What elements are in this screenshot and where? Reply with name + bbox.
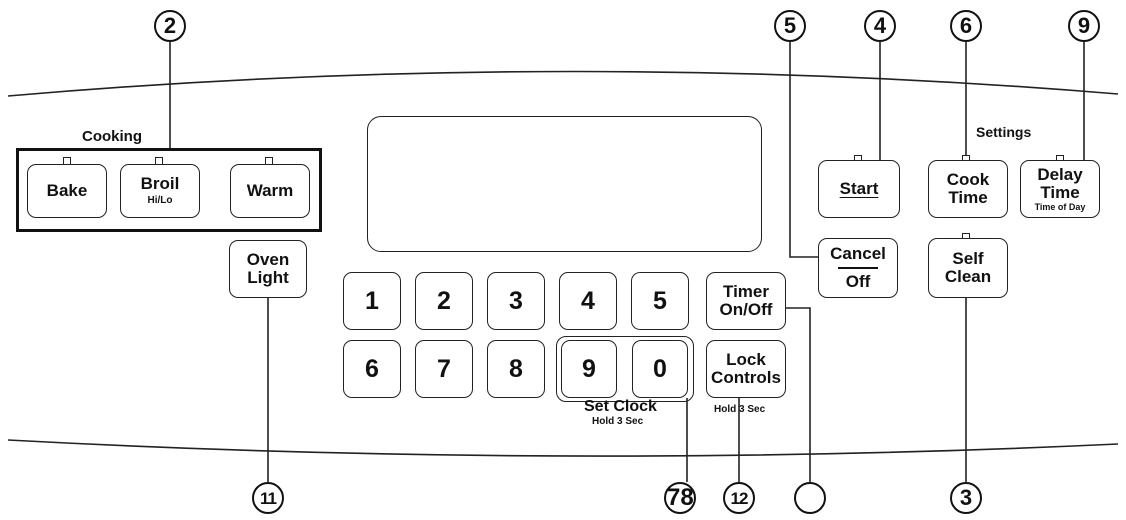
leader-5 — [789, 42, 818, 258]
key-2[interactable]: 2 — [415, 272, 473, 330]
set-clock-hold-label: Hold 3 Sec — [592, 416, 644, 427]
self-clean-button[interactable]: Self Clean — [928, 238, 1008, 298]
key-6-label: 6 — [365, 354, 379, 383]
key-8-label: 8 — [509, 354, 523, 383]
delay-time-button[interactable]: Delay Time Time of Day — [1020, 160, 1100, 218]
key-0[interactable]: 0 — [632, 340, 688, 398]
cancel-off-button[interactable]: Cancel Off — [818, 238, 898, 298]
key-6[interactable]: 6 — [343, 340, 401, 398]
key-4[interactable]: 4 — [559, 272, 617, 330]
key-1[interactable]: 1 — [343, 272, 401, 330]
delay-time-label-2: Time — [1040, 182, 1080, 202]
cook-time-label-2: Time — [948, 188, 988, 207]
start-button[interactable]: Start — [818, 160, 900, 218]
callout-11: 11 — [252, 482, 284, 514]
panel-bottom-curve — [7, 439, 1119, 457]
callout-9: 9 — [1068, 10, 1100, 42]
lock-label-1: Lock — [726, 350, 766, 370]
lock-controls-button[interactable]: Lock Controls — [706, 340, 786, 398]
bake-label: Bake — [46, 181, 88, 201]
key-5-label: 5 — [653, 286, 667, 315]
oven-light-button[interactable]: Oven Light — [229, 240, 307, 298]
timer-label-2: On/Off — [719, 300, 773, 319]
oven-light-label-1: Oven — [246, 250, 290, 270]
timer-label-1: Timer — [723, 282, 769, 302]
cooking-label: Cooking — [82, 128, 142, 145]
lock-hold-label: Hold 3 Sec — [714, 404, 766, 415]
panel-top-curve — [7, 70, 1119, 97]
callout-6: 6 — [950, 10, 982, 42]
key-7-label: 7 — [437, 354, 451, 383]
self-clean-label-1: Self — [952, 249, 984, 269]
start-label: Start — [839, 179, 879, 199]
key-4-label: 4 — [581, 286, 595, 315]
callout-2: 2 — [154, 10, 186, 42]
cook-time-button[interactable]: Cook Time — [928, 160, 1008, 218]
off-label: Off — [845, 272, 871, 291]
callout-empty — [794, 482, 826, 514]
leader-timer — [786, 307, 811, 482]
settings-label: Settings — [976, 124, 1032, 140]
key-9-label: 9 — [582, 354, 596, 383]
key-9[interactable]: 9 — [561, 340, 617, 398]
key-5[interactable]: 5 — [631, 272, 689, 330]
bake-button[interactable]: Bake — [27, 164, 107, 218]
key-8[interactable]: 8 — [487, 340, 545, 398]
key-2-label: 2 — [437, 286, 451, 315]
timer-on-off-button[interactable]: Timer On/Off — [706, 272, 786, 330]
self-clean-label-2: Clean — [944, 267, 992, 286]
cancel-label: Cancel — [830, 244, 886, 264]
key-3-label: 3 — [509, 286, 523, 315]
cancel-off-divider — [838, 267, 878, 269]
broil-sub-label: Hi/Lo — [147, 195, 173, 207]
oven-light-label-2: Light — [247, 268, 289, 287]
delay-time-label-1: Delay — [1037, 164, 1083, 184]
cooking-group-frame — [16, 148, 322, 232]
key-1-label: 1 — [365, 286, 379, 315]
cook-time-label-1: Cook — [946, 170, 990, 190]
callout-12: 12 — [723, 482, 755, 514]
callout-4: 4 — [864, 10, 896, 42]
broil-button[interactable]: Broil Hi/Lo — [120, 164, 200, 218]
callout-5: 5 — [774, 10, 806, 42]
warm-label: Warm — [246, 181, 294, 201]
display-window — [367, 116, 762, 252]
key-7[interactable]: 7 — [415, 340, 473, 398]
warm-button[interactable]: Warm — [230, 164, 310, 218]
broil-label: Broil — [140, 174, 180, 194]
set-clock-label: Set Clock — [584, 398, 657, 415]
key-3[interactable]: 3 — [487, 272, 545, 330]
lock-label-2: Controls — [711, 368, 781, 387]
callout-3: 3 — [950, 482, 982, 514]
set-clock-frame — [556, 336, 694, 402]
callout-78-ring — [664, 482, 696, 514]
delay-time-sub-label: Time of Day — [1034, 201, 1086, 212]
key-0-label: 0 — [653, 354, 667, 383]
